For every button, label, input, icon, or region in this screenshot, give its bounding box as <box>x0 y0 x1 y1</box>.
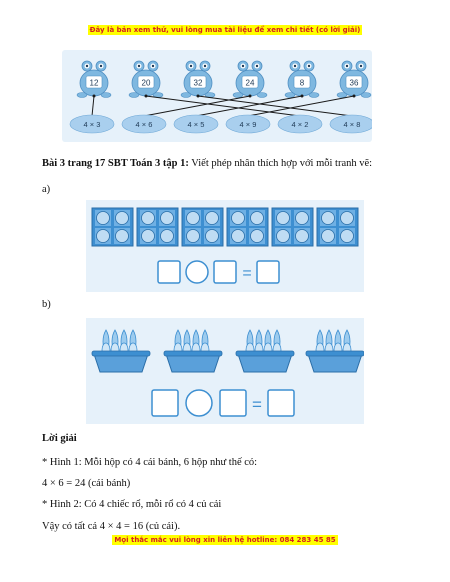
frog-24: 24 <box>232 60 268 98</box>
cake-box-1 <box>91 207 134 247</box>
frog-number: 36 <box>350 79 359 88</box>
line-end-dot <box>196 94 200 98</box>
part-a-label: a) <box>42 184 51 195</box>
blank-factor-2 <box>213 260 237 284</box>
blank-product <box>256 260 280 284</box>
frog-12: 12 <box>76 60 112 98</box>
radish-baskets-figure: = <box>86 318 364 424</box>
matching-line <box>143 95 251 117</box>
matching-line <box>247 95 355 117</box>
cake <box>276 229 290 243</box>
cake <box>321 211 335 225</box>
cake <box>160 211 174 225</box>
leaf-6: 4 × 8 <box>329 114 372 134</box>
line-end-dot <box>92 94 96 98</box>
blank-operator <box>185 389 213 417</box>
cake <box>96 229 110 243</box>
basket-2 <box>163 329 223 373</box>
equals-sign: = <box>252 395 262 414</box>
cake <box>186 229 200 243</box>
solution-line-1: * Hình 1: Mỗi hộp có 4 cái bánh, 6 hộp n… <box>42 457 258 468</box>
frog-8: 8 <box>284 60 320 98</box>
blank-product <box>267 389 295 417</box>
top-banner: Đây là bản xem thử, vui lòng mua tài liệ… <box>87 25 363 35</box>
cake <box>295 211 309 225</box>
leaf-expression: 4 × 8 <box>344 120 361 129</box>
leaf-expression: 4 × 2 <box>292 120 309 129</box>
solution-line-2: 4 × 6 = 24 (cái bánh) <box>42 478 131 489</box>
cake <box>160 229 174 243</box>
matching-line <box>145 95 301 117</box>
blank-factor-1 <box>151 389 179 417</box>
blank-operator <box>185 260 209 284</box>
basket-3 <box>235 329 295 373</box>
line-end-dot <box>300 94 304 98</box>
leaf-2: 4 × 6 <box>121 114 167 134</box>
solution-heading: Lời giải <box>42 433 77 444</box>
frog-number: 24 <box>246 79 255 88</box>
blank-factor-1 <box>157 260 181 284</box>
matching-line <box>195 95 303 117</box>
cake <box>250 229 264 243</box>
bottom-banner: Mọi thắc mắc vui lòng xin liên hệ hotlin… <box>112 535 338 545</box>
part-b-label: b) <box>42 299 51 310</box>
cake-box-6 <box>316 207 359 247</box>
cake <box>295 229 309 243</box>
frog-number: 20 <box>142 79 151 88</box>
solution-line-4: Vậy có tất cả 4 × 4 = 16 (củ cải). <box>42 521 181 532</box>
leaf-expression: 4 × 5 <box>188 120 205 129</box>
leaf-5: 4 × 2 <box>277 114 323 134</box>
solution-line-3: * Hình 2: Có 4 chiếc rổ, mỗi rổ có 4 củ … <box>42 499 222 510</box>
leaf-expression: 4 × 3 <box>84 120 101 129</box>
cake-box-5 <box>271 207 314 247</box>
line-end-dot <box>144 94 148 98</box>
cake <box>205 229 219 243</box>
cake <box>96 211 110 225</box>
cake <box>186 211 200 225</box>
cake <box>276 211 290 225</box>
frog-32: 32 <box>180 60 216 98</box>
matching-line <box>91 95 95 117</box>
cake-boxes-figure: = <box>86 200 364 292</box>
cake-box-2 <box>136 207 179 247</box>
frog-matching-figure: 12 20 32 24 8 36 4 × 3 4 × 6 4 × 5 4 × 9 4 × 2 4 ×… <box>62 50 372 142</box>
frog-number: 8 <box>300 79 305 88</box>
cake <box>340 229 354 243</box>
cake <box>340 211 354 225</box>
leaf-4: 4 × 9 <box>225 114 271 134</box>
cake <box>231 211 245 225</box>
leaf-3: 4 × 5 <box>173 114 219 134</box>
equation-blanks-b: = <box>151 389 295 417</box>
frog-20: 20 <box>128 60 164 98</box>
cake <box>231 229 245 243</box>
equals-sign: = <box>242 265 251 282</box>
frog-number: 12 <box>90 79 99 88</box>
cake <box>205 211 219 225</box>
equation-blanks-a: = <box>157 260 280 284</box>
matching-line <box>197 95 353 117</box>
leaf-expression: 4 × 9 <box>240 120 257 129</box>
cake <box>115 211 129 225</box>
frog-36: 36 <box>336 60 372 98</box>
leaf-1: 4 × 3 <box>69 114 115 134</box>
cake-box-4 <box>226 207 269 247</box>
cake <box>115 229 129 243</box>
blank-factor-2 <box>219 389 247 417</box>
line-end-dot <box>352 94 356 98</box>
basket-4 <box>305 329 364 373</box>
leaf-expression: 4 × 6 <box>136 120 153 129</box>
exercise-title: Bài 3 trang 17 SBT Toán 3 tập 1: Viết ph… <box>42 158 373 169</box>
line-end-dot <box>248 94 252 98</box>
basket-1 <box>91 329 151 373</box>
cake <box>141 211 155 225</box>
cake <box>321 229 335 243</box>
cake-box-3 <box>181 207 224 247</box>
cake <box>250 211 264 225</box>
cake <box>141 229 155 243</box>
frog-number: 32 <box>194 79 203 88</box>
